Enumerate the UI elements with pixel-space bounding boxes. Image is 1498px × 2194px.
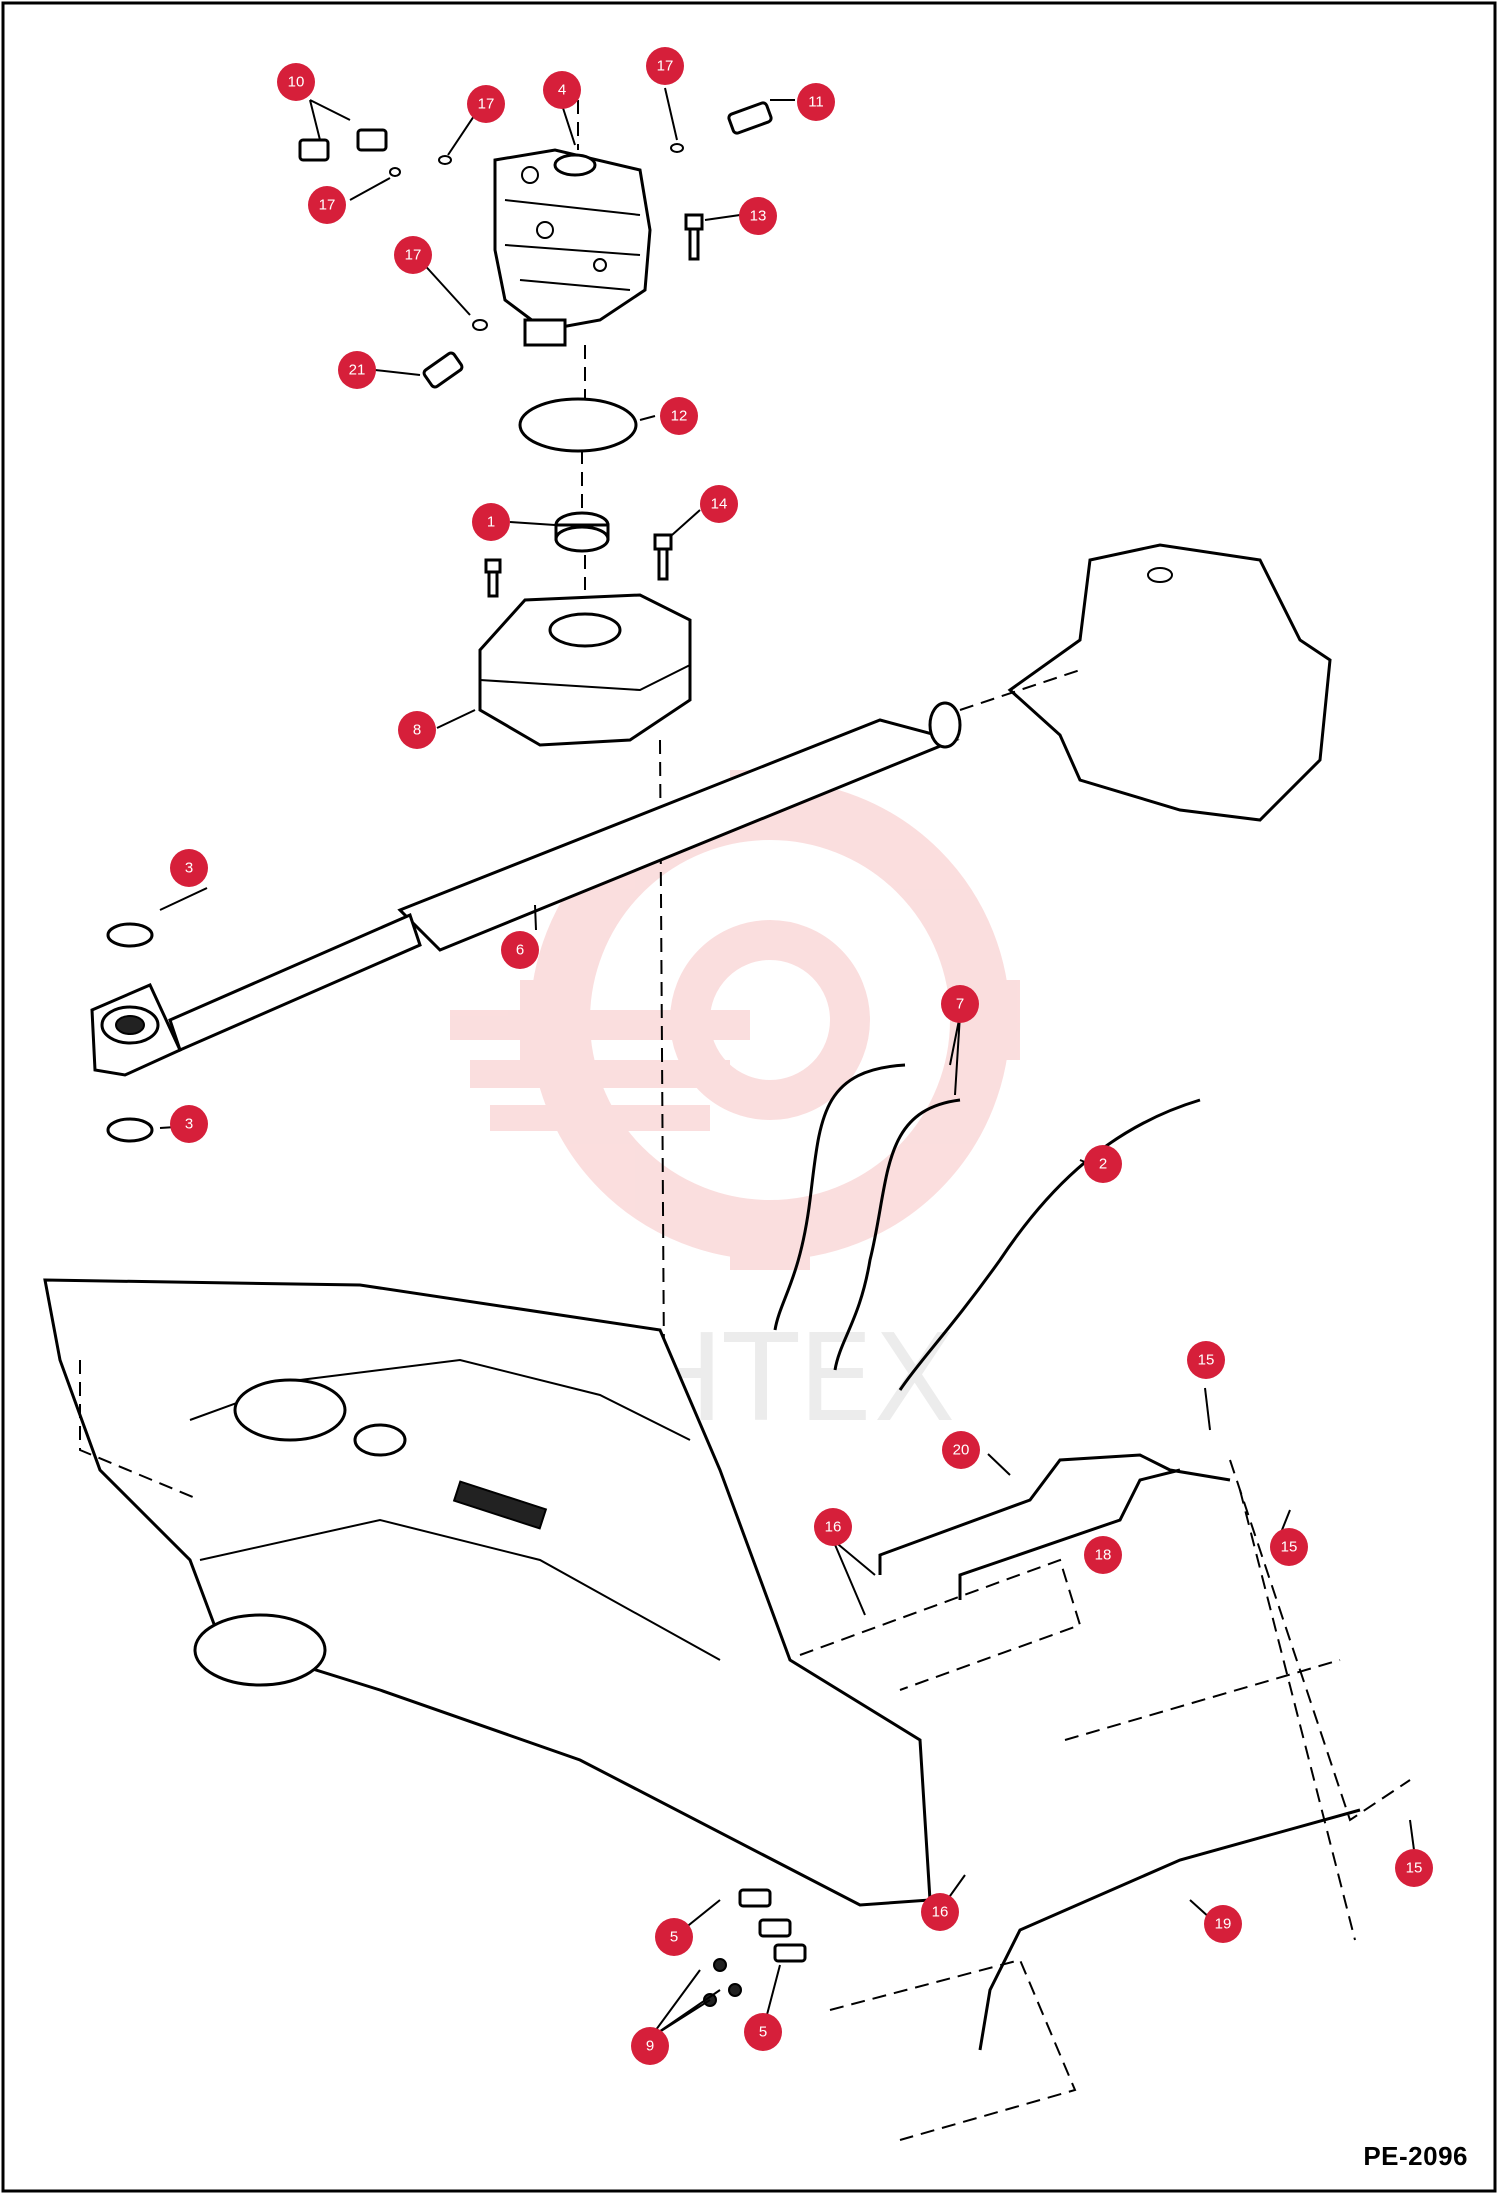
callout-17: 17 — [646, 47, 684, 85]
callout-21: 21 — [338, 351, 376, 389]
svg-text:2: 2 — [1099, 1156, 1107, 1173]
callout-4: 4 — [543, 71, 581, 109]
callout-5: 5 — [655, 1918, 693, 1956]
callout-3: 3 — [170, 1105, 208, 1143]
seal-1 — [554, 511, 610, 553]
svg-text:15: 15 — [1198, 1352, 1215, 1369]
svg-text:16: 16 — [825, 1519, 842, 1536]
swing-motor — [493, 148, 652, 347]
svg-text:3: 3 — [185, 1116, 193, 1133]
fitting-11 — [727, 101, 773, 135]
callout-8: 8 — [398, 711, 436, 749]
svg-text:6: 6 — [516, 942, 524, 959]
svg-text:12: 12 — [671, 408, 688, 425]
svg-text:17: 17 — [319, 197, 336, 214]
callout-10: 10 — [277, 63, 315, 101]
callout-17: 17 — [308, 186, 346, 224]
o-ring-12 — [518, 397, 638, 453]
callout-20: 20 — [942, 1431, 980, 1469]
steel-lines — [799, 1453, 1411, 1941]
svg-text:8: 8 — [413, 722, 421, 739]
callout-15: 15 — [1395, 1849, 1433, 1887]
bolt-13 — [684, 213, 704, 261]
callout-17: 17 — [394, 236, 432, 274]
o-rings-17 — [389, 143, 684, 331]
svg-text:18: 18 — [1095, 1547, 1112, 1564]
callout-14: 14 — [700, 485, 738, 523]
svg-text:5: 5 — [759, 2024, 767, 2041]
svg-text:20: 20 — [953, 1442, 970, 1459]
drawing-code: PE-2096 — [1363, 2141, 1468, 2171]
hoses-7 — [773, 1063, 1201, 1391]
callout-2: 2 — [1084, 1145, 1122, 1183]
svg-text:14: 14 — [711, 496, 728, 513]
callout-18: 18 — [1084, 1536, 1122, 1574]
swing-bearing-housing-8 — [478, 593, 692, 747]
boom-cylinder — [90, 701, 962, 1077]
svg-text:15: 15 — [1406, 1860, 1423, 1877]
svg-text:10: 10 — [288, 74, 305, 91]
callout-16: 16 — [814, 1508, 852, 1546]
callout-15: 15 — [1270, 1528, 1308, 1566]
callout-11: 11 — [797, 83, 835, 121]
svg-text:15: 15 — [1281, 1539, 1298, 1556]
callout-6: 6 — [501, 931, 539, 969]
swing-frame — [43, 1278, 932, 1907]
washers-3 — [106, 922, 154, 1143]
callout-15: 15 — [1187, 1341, 1225, 1379]
callout-5: 5 — [744, 2013, 782, 2051]
svg-text:11: 11 — [808, 94, 824, 111]
svg-text:9: 9 — [646, 2038, 654, 2055]
callout-19: 19 — [1204, 1905, 1242, 1943]
callout-17: 17 — [467, 85, 505, 123]
svg-text:4: 4 — [558, 82, 566, 99]
svg-text:1: 1 — [487, 514, 495, 531]
svg-text:17: 17 — [405, 247, 422, 264]
svg-text:21: 21 — [349, 362, 366, 379]
svg-text:5: 5 — [670, 1929, 678, 1946]
svg-text:7: 7 — [956, 996, 964, 1013]
boom-bracket — [959, 543, 1332, 822]
svg-text:17: 17 — [657, 58, 674, 75]
callout-3: 3 — [170, 849, 208, 887]
callout-9: 9 — [631, 2027, 669, 2065]
fittings-5-9 — [703, 1888, 807, 2007]
callout-16: 16 — [921, 1893, 959, 1931]
center-line — [577, 100, 666, 1521]
fitting-10 — [298, 128, 388, 162]
svg-text:16: 16 — [932, 1904, 949, 1921]
bolt-14 — [484, 533, 673, 598]
svg-text:13: 13 — [750, 208, 767, 225]
callout-12: 12 — [660, 397, 698, 435]
fitting-21 — [422, 351, 464, 389]
svg-text:19: 19 — [1215, 1916, 1232, 1933]
svg-text:17: 17 — [478, 96, 495, 113]
hose-19 — [829, 1808, 1361, 2141]
svg-text:3: 3 — [185, 860, 193, 877]
watermark-logo — [450, 770, 1020, 1270]
callout-13: 13 — [739, 197, 777, 235]
callout-1: 1 — [472, 503, 510, 541]
callout-7: 7 — [941, 985, 979, 1023]
